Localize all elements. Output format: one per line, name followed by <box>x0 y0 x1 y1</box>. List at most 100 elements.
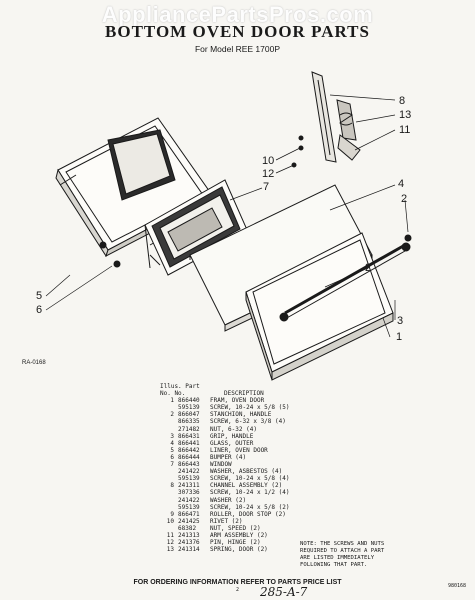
header-description: DESCRIPTION <box>224 390 264 398</box>
part-number-cell: 68382 <box>178 524 197 532</box>
illus-cell <box>160 426 178 433</box>
callout-2: 2 <box>401 193 408 205</box>
illus-cell: 12 <box>166 539 174 547</box>
part-number-cell: 595139 <box>178 503 200 511</box>
description-cell: STANCHION, HANDLE <box>210 411 272 419</box>
illus-cell: 11 <box>166 531 174 539</box>
part-number-cell: 241311 <box>178 482 200 490</box>
callout-3: 3 <box>397 315 404 327</box>
callout-4: 4 <box>398 178 405 190</box>
description-cell: PIN, HINGE (2) <box>210 539 261 547</box>
part-number-cell: 866431 <box>178 432 200 440</box>
part-number-cell: 241422 <box>178 468 200 476</box>
illus-cell <box>160 497 178 504</box>
description-cell: WASHER (2) <box>210 496 247 504</box>
part-number-cell: 271482 <box>178 425 200 433</box>
illus-cell: 9 <box>170 510 174 518</box>
illus-cell: 13 <box>166 546 174 554</box>
description-cell: NUT, SPEED (2) <box>210 524 261 532</box>
table-row: 3 866431 GRIP, HANDLE <box>160 433 460 440</box>
parts-note: NOTE: THE SCREWS AND NUTS REQUIRED TO AT… <box>300 541 385 568</box>
table-row: 595139 SCREW, 10-24 x 5/8 (5) <box>160 404 460 411</box>
description-cell: GLASS, OUTER <box>210 439 254 447</box>
part-number-cell: 241376 <box>178 539 200 547</box>
part-number-cell: 241313 <box>178 531 200 539</box>
description-cell: SCREW, 10-24 x 5/8 (2) <box>210 503 290 511</box>
part-number-cell: 866444 <box>178 453 200 461</box>
part-number-cell: 241314 <box>178 546 200 554</box>
description-cell: RIVET (2) <box>210 517 243 525</box>
part-number-cell: 866471 <box>178 510 200 518</box>
part-number-cell: 595139 <box>178 475 200 483</box>
watermark: AppliancePartsPros.com <box>101 2 374 27</box>
part-number-cell: 595139 <box>178 404 200 412</box>
description-cell: NUT, 6-32 (4) <box>210 425 257 433</box>
description-cell: WASHER, ASBESTOS (4) <box>210 468 283 476</box>
figure-code: RA-0168 <box>22 360 46 366</box>
description-cell: CHANNEL ASSEMBLY (2) <box>210 482 283 490</box>
table-row: 241422 WASHER (2) <box>160 497 460 504</box>
model-subtitle: For Model REE 1700P <box>194 44 281 54</box>
part-number-cell: 866441 <box>178 439 200 447</box>
handwritten-mark: 285-A-7 <box>260 585 308 599</box>
description-cell: SCREW, 10-24 x 5/8 (5) <box>210 404 290 412</box>
part-number-cell: 241425 <box>178 517 200 525</box>
illus-cell: 8 <box>170 482 174 490</box>
part-number-cell: 866443 <box>178 461 200 469</box>
window-drawing <box>144 179 249 276</box>
table-row: 2 866047 STANCHION, HANDLE <box>160 411 460 418</box>
illus-cell <box>160 475 178 482</box>
illus-cell: 4 <box>170 439 174 447</box>
door-liner-drawing <box>55 117 213 258</box>
description-cell: ROLLER, DOOR STOP (2) <box>210 510 286 518</box>
callout-5: 5 <box>36 290 43 302</box>
description-cell: ARM ASSEMBLY (2) <box>210 531 268 539</box>
illus-cell: 2 <box>170 411 174 419</box>
parts-table-subheader: No. No. DESCRIPTION <box>160 390 460 397</box>
description-cell: SCREW, 6-32 x 3/8 (4) <box>210 418 286 426</box>
part-number-cell: 307336 <box>178 489 200 497</box>
callout-12: 12 <box>262 168 275 180</box>
table-row: 10 241425 RIVET (2) <box>160 518 460 525</box>
page-number: 2 <box>236 587 240 593</box>
description-cell: LINER, OVEN DOOR <box>210 446 268 454</box>
door-frame-drawing <box>245 232 394 381</box>
description-cell: GRIP, HANDLE <box>210 432 254 440</box>
page-title: BOTTOM OVEN DOOR PARTS <box>105 22 370 41</box>
illus-cell: 3 <box>170 432 174 440</box>
bumper-drawing <box>99 241 107 249</box>
part-number-cell: 866440 <box>178 397 200 405</box>
handle-grip-drawing <box>279 242 411 322</box>
illus-cell <box>160 418 178 425</box>
parts-table-header: Illus. Part <box>160 383 460 390</box>
table-row: 11 241313 ARM ASSEMBLY (2) <box>160 532 460 539</box>
illus-cell <box>160 489 178 496</box>
illus-cell: 10 <box>166 517 174 525</box>
table-row: 12 241376 PIN, HINGE (2) <box>160 539 460 546</box>
callout-1: 1 <box>396 331 403 343</box>
illus-cell <box>160 504 178 511</box>
table-row: 271482 NUT, 6-32 (4) <box>160 426 460 433</box>
callout-7: 7 <box>263 181 270 193</box>
description-cell: SCREW, 10-24 x 5/8 (4) <box>210 475 290 483</box>
description-cell: WINDOW <box>210 461 232 469</box>
part-number-cell: 241422 <box>178 496 200 504</box>
part-number-cell: 866047 <box>178 411 200 419</box>
illus-cell: 1 <box>170 397 174 405</box>
header-illus: Illus. Part <box>160 383 200 390</box>
description-cell: SCREW, 10-24 x 1/2 (4) <box>210 489 290 497</box>
hinge-channel-drawing <box>291 71 361 168</box>
ordering-info-footer: FOR ORDERING INFORMATION REFER TO PARTS … <box>133 579 342 586</box>
table-row: 595139 SCREW, 10-24 x 5/8 (4) <box>160 475 460 482</box>
illus-cell: 6 <box>170 453 174 461</box>
table-row: 68382 NUT, SPEED (2) <box>160 525 460 532</box>
